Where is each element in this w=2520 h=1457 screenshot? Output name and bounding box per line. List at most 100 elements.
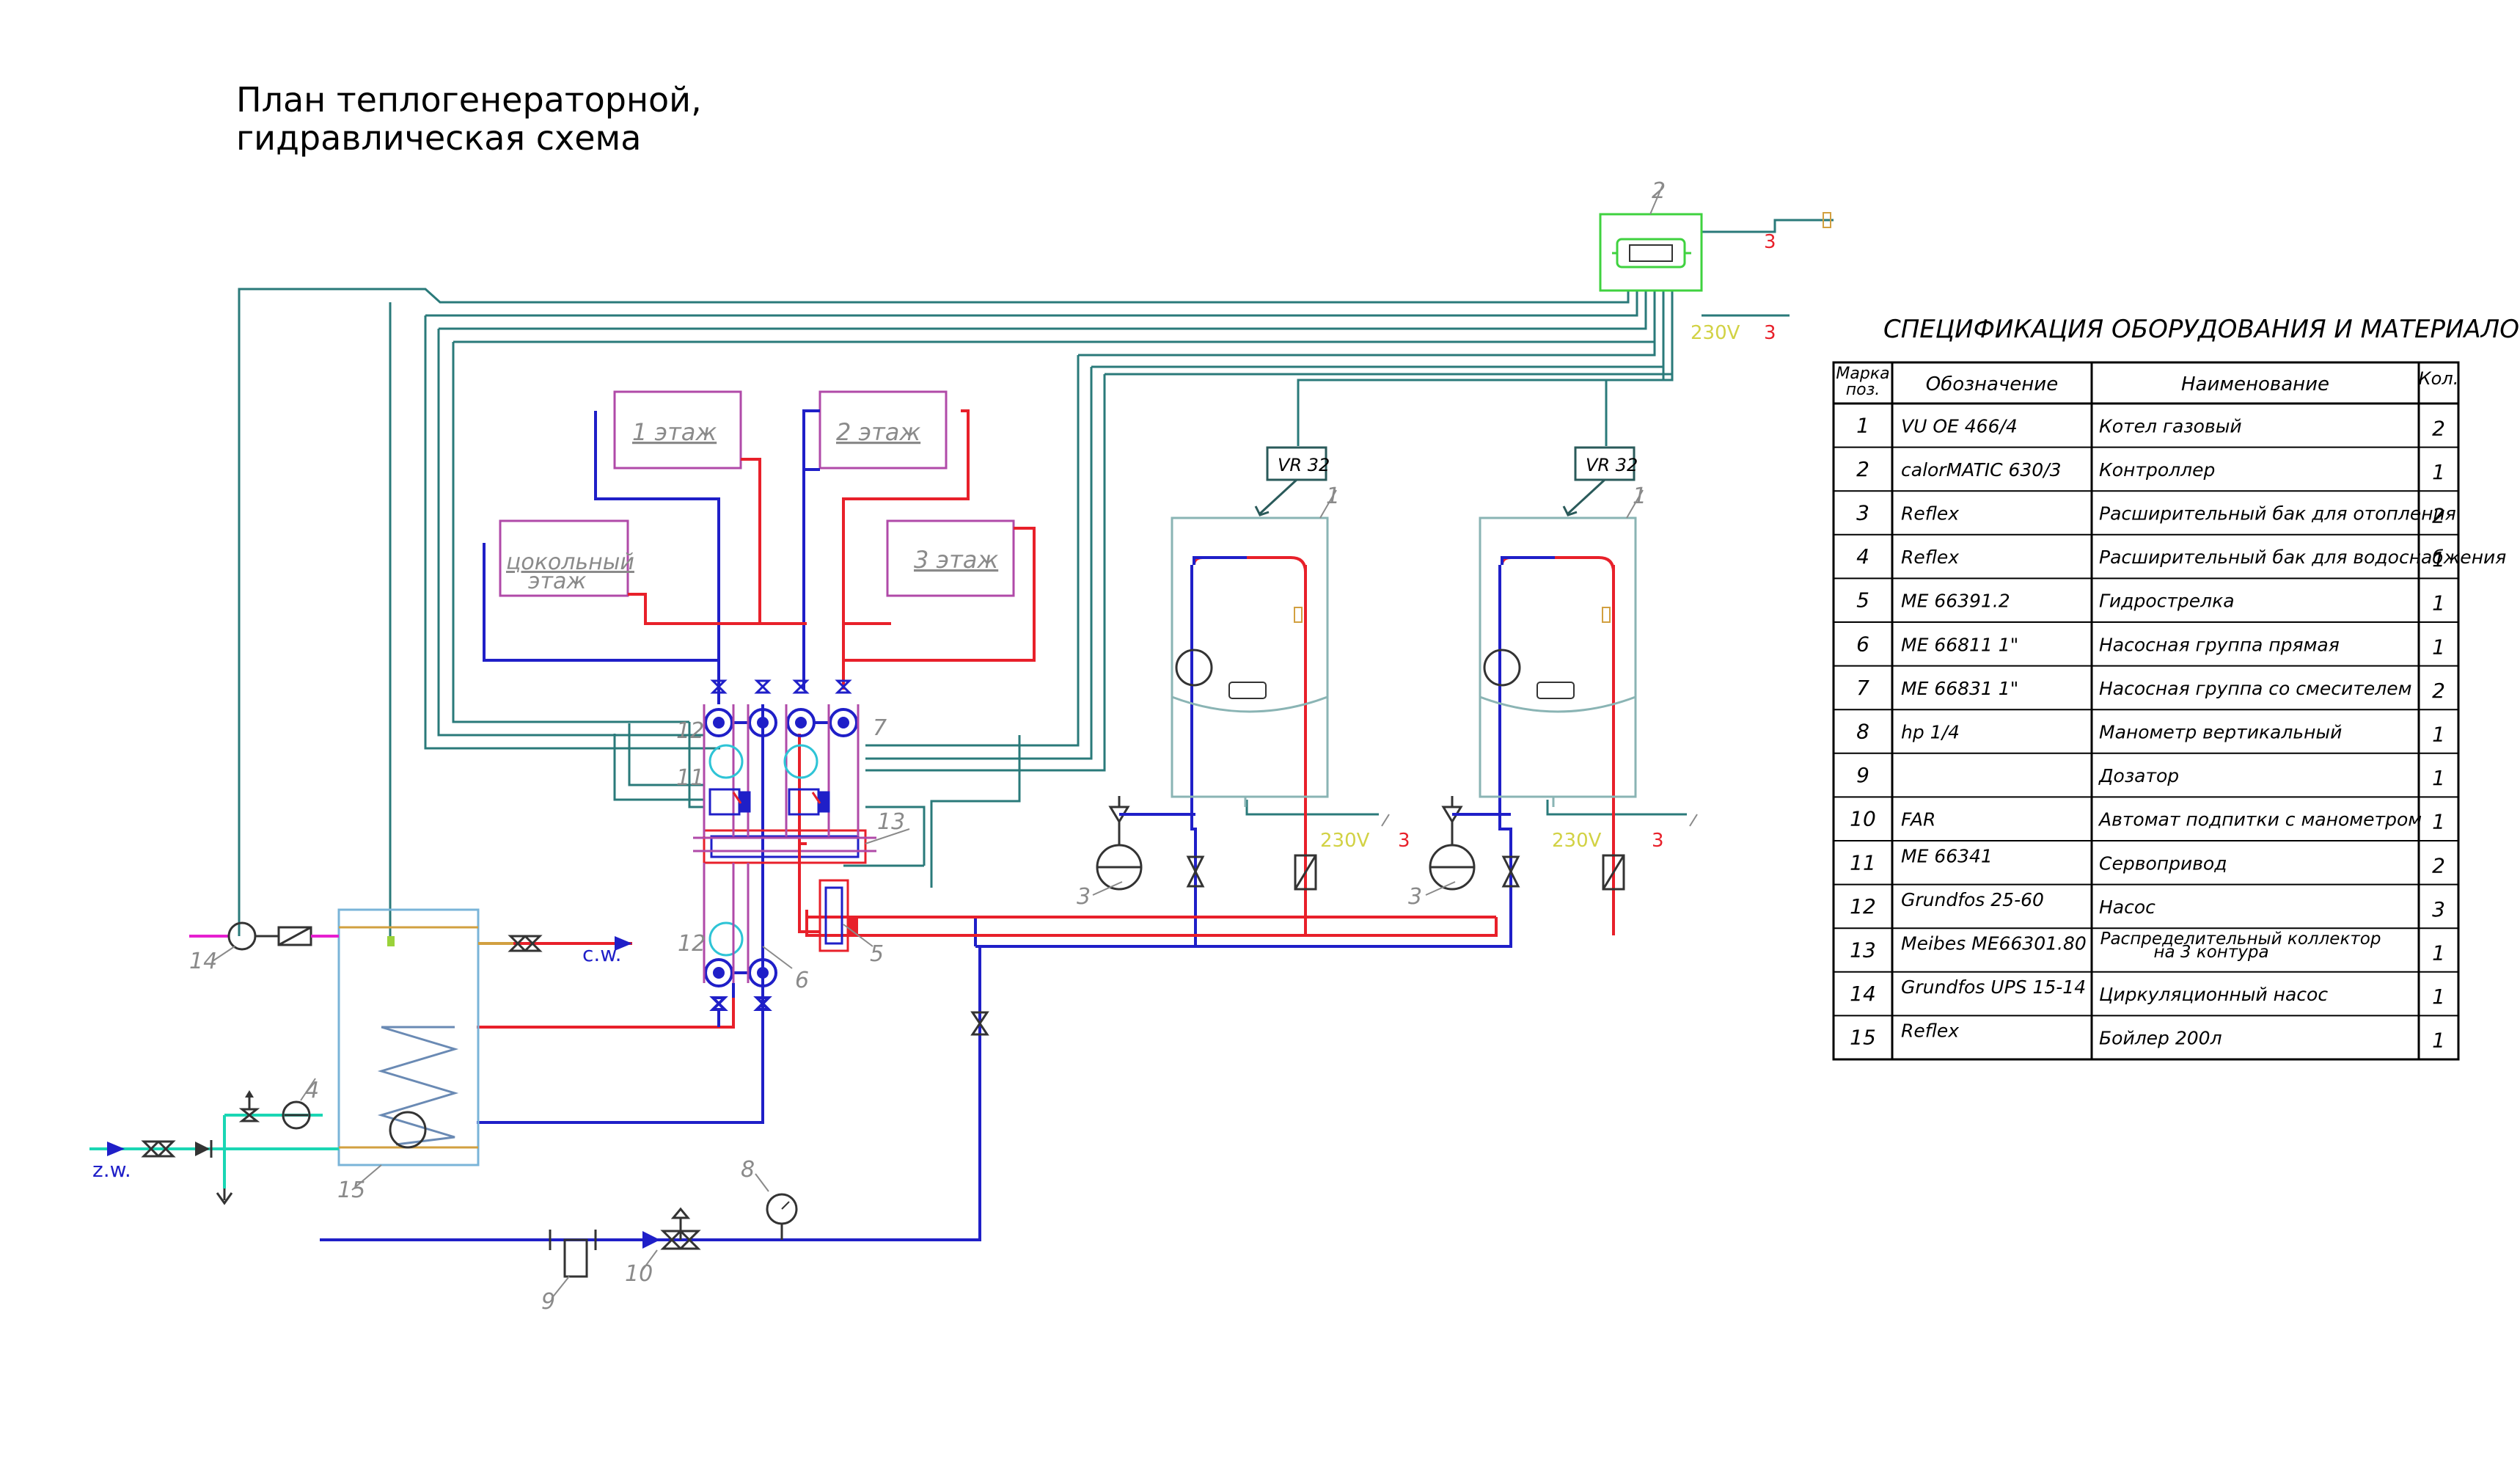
gas-boiler-1	[1171, 516, 1329, 807]
cold-water-inlet	[89, 1078, 339, 1205]
spec-row-pos: 15	[1850, 1026, 1876, 1050]
floor-2-label: 2 этаж	[836, 418, 920, 446]
spec-row-pos: 8	[1856, 720, 1869, 744]
spec-row-pos: 3	[1856, 501, 1869, 525]
pos-label-1b: 1	[1633, 483, 1647, 509]
dhw-boiler-tank	[337, 908, 480, 1191]
gas-boiler-2	[1479, 516, 1637, 807]
spec-row-pos: 5	[1856, 588, 1869, 613]
radiator-floor-3	[886, 519, 1015, 597]
spec-row-pos: 9	[1856, 763, 1869, 787]
spec-header-name: Наименование	[2181, 373, 2329, 395]
pos-label-8: 8	[741, 1157, 755, 1183]
spec-row-designation: ME 66341	[1901, 845, 1993, 866]
pos-label-5: 5	[870, 941, 884, 967]
spec-row-designation: calorMATIC 630/3	[1901, 459, 2062, 481]
ref-label-3c: 3	[1398, 830, 1410, 852]
title-line2: гидравлическая схема	[236, 118, 641, 158]
spec-row-qty: 1	[2432, 460, 2445, 484]
spec-row-name-line1: Распределительный коллектор	[2100, 930, 2381, 949]
spec-row-designation: Reflex	[1901, 547, 1959, 568]
pos-label-1a: 1	[1326, 483, 1340, 509]
return-pipes	[320, 409, 1512, 1241]
spec-row-name: Циркуляционный насос	[2099, 984, 2328, 1005]
spec-row-designation: Meibes ME66301.80	[1901, 933, 2087, 954]
pos-label-3b: 3	[1408, 884, 1422, 910]
spec-row-pos: 11	[1850, 850, 1876, 874]
spec-table-frame	[1832, 361, 2460, 1061]
spec-row-qty: 2	[2432, 416, 2445, 440]
pos-label-14: 14	[189, 949, 217, 974]
spec-header-qty: Кол.	[2419, 368, 2459, 389]
pos-label-7: 7	[873, 715, 887, 741]
radiator-floor-1	[613, 390, 742, 470]
vr32-module-2	[1562, 446, 1636, 516]
vr32-label-1: VR 32	[1278, 455, 1330, 475]
spec-row-qty: 2	[2432, 504, 2445, 528]
radiator-basement	[499, 519, 629, 597]
spec-row-name: Насос	[2099, 897, 2155, 918]
spec-header-pos-2: поз.	[1846, 381, 1880, 399]
voltage-label-boiler-2: 230V	[1552, 830, 1602, 852]
spec-row-qty: 1	[2432, 547, 2445, 572]
spec-row-name: Дозатор	[2098, 765, 2179, 786]
pos-label-6: 6	[795, 968, 809, 993]
spec-row-qty: 1	[2432, 635, 2445, 659]
inlet-zw-label: z.w.	[92, 1158, 131, 1182]
supply-pipes	[477, 409, 1615, 1029]
spec-row-pos: 12	[1850, 894, 1876, 919]
circulation-pump-14	[189, 921, 339, 962]
spec-header-pos: Марка	[1836, 365, 1889, 383]
radiator-floor-2	[818, 390, 948, 470]
spec-row-pos: 4	[1856, 544, 1869, 569]
spec-row-qty: 1	[2432, 1029, 2445, 1053]
ref-label-3b: 3	[1764, 322, 1776, 344]
spec-row-designation: Grundfos 25-60	[1901, 889, 2044, 910]
spec-row-name: Сервопривод	[2099, 852, 2227, 874]
spec-row-pos: 2	[1856, 457, 1869, 481]
floor-3-label: 3 этаж	[914, 546, 998, 574]
spec-row-pos: 1	[1856, 413, 1869, 437]
spec-row-qty: 1	[2432, 941, 2445, 965]
spec-row-designation: ME 66831 1"	[1901, 678, 2018, 699]
pos-label-9: 9	[541, 1289, 555, 1315]
spec-row-qty: 2	[2432, 853, 2445, 877]
basement-label-line2: этаж	[528, 569, 586, 594]
spec-row-name: Расширительный бак для водоснабжения	[2099, 547, 2506, 568]
hydraulic-switch	[798, 844, 873, 952]
pos-label-12b: 12	[678, 931, 706, 957]
vr32-module-1	[1254, 446, 1327, 516]
pos-label-12a: 12	[676, 718, 704, 744]
controller-calormatic	[1599, 183, 1831, 292]
spec-row-name: Насосная группа со смесителем	[2099, 678, 2411, 699]
spec-row-pos: 6	[1856, 632, 1869, 656]
spec-row-designation: Reflex	[1901, 503, 1959, 525]
spec-row-designation: Grundfos UPS 15-14	[1901, 976, 2086, 998]
spec-row-qty: 2	[2432, 679, 2445, 703]
ref-label-3a: 3	[1764, 231, 1776, 253]
spec-row-name: Гидрострелка	[2099, 591, 2235, 612]
spec-row-pos: 13	[1850, 938, 1876, 963]
pos-label-2: 2	[1652, 178, 1666, 204]
pump-groups-top	[703, 704, 860, 957]
spec-row-designation: FAR	[1901, 809, 1935, 830]
spec-row-pos: 10	[1850, 807, 1876, 831]
boiler-fittings	[1186, 854, 1625, 891]
pos-label-10: 10	[625, 1261, 653, 1287]
spec-row-name: Манометр вертикальный	[2099, 722, 2342, 743]
pos-label-11: 11	[676, 765, 704, 791]
spec-row-name: Контроллер	[2099, 459, 2215, 481]
shutoff-valves-top	[710, 679, 852, 694]
expansion-tank-1	[1092, 796, 1195, 896]
spec-row-qty: 1	[2432, 723, 2445, 747]
hot-water-outlet	[478, 935, 632, 952]
distribution-collector	[693, 828, 910, 864]
spec-header-designation: Обозначение	[1926, 373, 2058, 395]
spec-row-qty: 1	[2432, 810, 2445, 834]
spec-row-qty: 3	[2432, 897, 2445, 921]
basement-label-line1: цокольный	[506, 549, 634, 575]
spec-row-designation: ME 66811 1"	[1901, 634, 2018, 655]
pos-label-3a: 3	[1077, 884, 1091, 910]
